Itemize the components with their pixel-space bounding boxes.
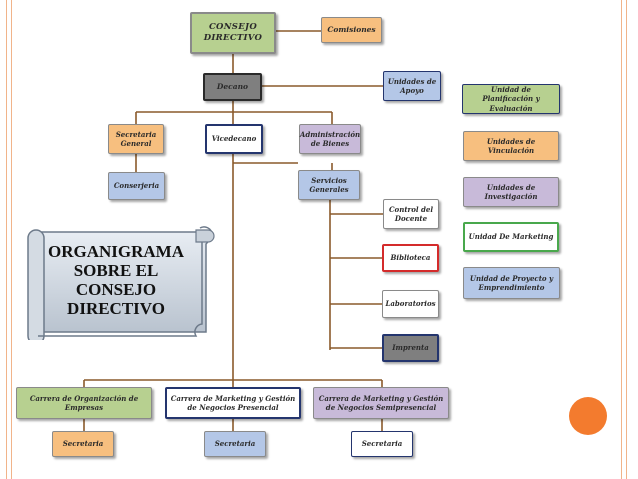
right-border-line-outer [626,0,627,479]
box-secretaria-1: Secretaria [52,431,114,457]
box-secretaria-general: Secretaria General [108,124,164,154]
box-vicedecano: Vicedecano [205,124,263,154]
box-carrera-organizacion: Carrera de Organización de Empresas [16,387,152,419]
title-scroll-banner: ORGANIGRAMA SOBRE EL CONSEJO DIRECTIVO [24,224,216,345]
box-unidades-apoyo: Unidades de Apoyo [383,71,441,101]
box-unidades-vinculacion: Unidades de Vinculación [463,131,559,161]
box-conserjeria: Conserjeria [108,172,165,200]
box-unidad-planificacion: Unidad de Planificación y Evaluación [462,84,560,114]
box-imprenta: Imprenta [382,334,439,362]
box-laboratorios: Laboratorios [382,290,439,318]
box-unidades-investigacion: Unidades de Investigación [463,177,559,207]
left-border-line-inner [11,0,12,479]
box-biblioteca: Biblioteca [382,244,439,272]
box-comisiones: Comisiones [321,17,382,43]
box-control-docente: Control del Docente [383,199,439,229]
right-border-line [621,0,622,479]
box-carrera-marketing-presencial: Carrera de Marketing y Gestión de Negoci… [165,387,301,419]
box-secretaria-3: Secretaria [351,431,413,457]
box-carrera-marketing-semipresencial: Carrera de Marketing y Gestión de Negoci… [313,387,449,419]
box-servicios-generales: Servicios Generales [298,170,360,200]
box-administracion-bienes: Administración de Bienes [299,124,361,154]
scroll-shape [27,226,215,345]
box-unidad-marketing: Unidad De Marketing [463,222,559,252]
accent-circle [569,397,607,435]
left-border-line [6,0,7,479]
box-decano: Decano [203,73,262,101]
box-unidad-proyecto: Unidad de Proyecto y Emprendimiento [463,267,560,299]
box-secretaria-2: Secretaria [204,431,266,457]
scroll-title: ORGANIGRAMA SOBRE EL CONSEJO DIRECTIVO [48,241,184,319]
box-consejo-directivo: CONSEJO DIRECTIVO [190,12,276,54]
